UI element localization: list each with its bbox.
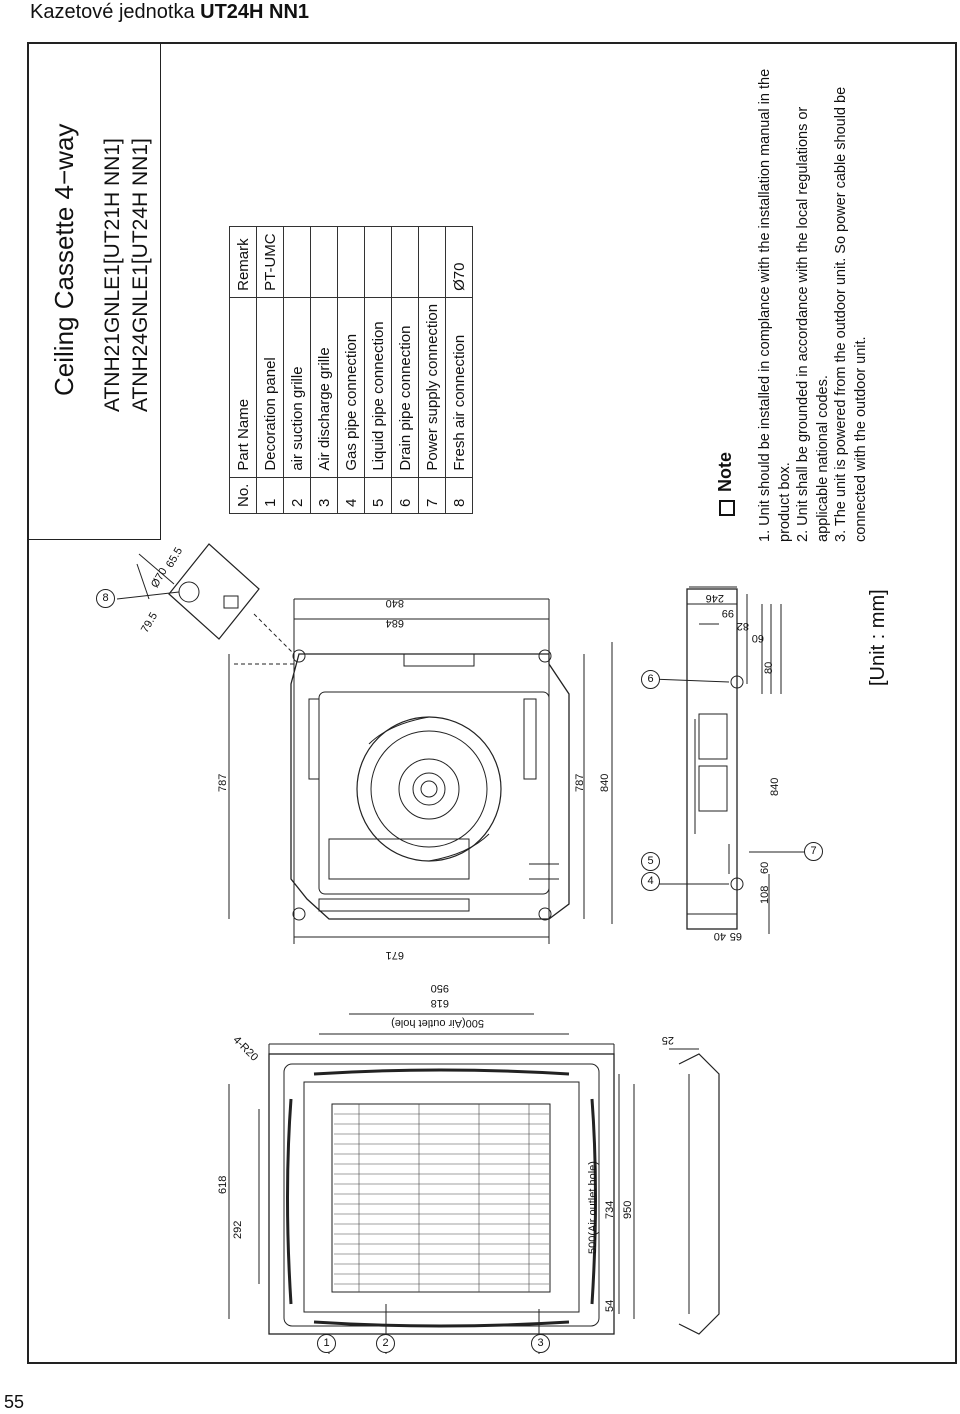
callout-2: 2	[376, 1334, 395, 1353]
dim-label: 246	[705, 592, 724, 604]
page-header: Kazetové jednotka UT24H NN1	[30, 0, 309, 24]
dim-label: 292	[232, 1220, 244, 1239]
callout-3: 3	[531, 1334, 550, 1353]
side-view-drawing	[686, 586, 782, 934]
dim-label: 671	[385, 949, 404, 961]
drawing-sheet: Ceiling Cassette 4−way ATNH21GNLE1[UT21H…	[27, 42, 957, 1364]
dim-label: 950	[430, 982, 449, 994]
title-block	[29, 44, 161, 540]
header-model: UT24H NN1	[200, 1, 310, 23]
dim-label: 108	[759, 885, 771, 904]
dim-label: 82	[736, 620, 749, 632]
top-view-drawing	[228, 598, 613, 944]
dim-label: 787	[574, 773, 586, 792]
dim-label: 734	[604, 1200, 616, 1219]
technical-drawings	[116, 543, 814, 1354]
callout-5: 5	[641, 852, 660, 871]
dim-label: 618	[430, 997, 449, 1009]
dim-label: 25	[661, 1034, 674, 1046]
dim-label: 80	[763, 661, 775, 674]
header-prefix: Kazetové jednotka	[30, 1, 201, 23]
panel-profile-drawing	[669, 1048, 720, 1335]
callout-1: 1	[317, 1334, 336, 1353]
dim-label: 840	[769, 777, 781, 796]
dim-label: 840	[385, 597, 404, 609]
dim-label: 618	[217, 1175, 229, 1194]
dim-label: 500(Air outlet hole)	[391, 1017, 484, 1029]
dim-label: 684	[385, 617, 404, 629]
callout-8: 8	[96, 589, 115, 608]
callout-7: 7	[804, 842, 823, 861]
dim-label: 40	[713, 930, 726, 942]
fresh-air-detail	[136, 543, 260, 640]
dim-label: 950	[622, 1200, 634, 1219]
dim-label: 99	[721, 607, 734, 619]
callout-6: 6	[641, 670, 660, 689]
dim-label: 840	[599, 773, 611, 792]
dim-label: 54	[604, 1299, 616, 1312]
dim-label: 60	[759, 861, 771, 874]
dim-label: 787	[217, 773, 229, 792]
dim-label: 500(Air outlet hole)	[587, 1161, 599, 1254]
page-number: 55	[4, 1392, 25, 1412]
dim-label: 65	[729, 930, 742, 942]
panel-view-drawing	[228, 1013, 635, 1335]
dim-label: 60	[751, 632, 764, 644]
callout-4: 4	[641, 872, 660, 891]
grille-lines	[334, 1104, 549, 1292]
